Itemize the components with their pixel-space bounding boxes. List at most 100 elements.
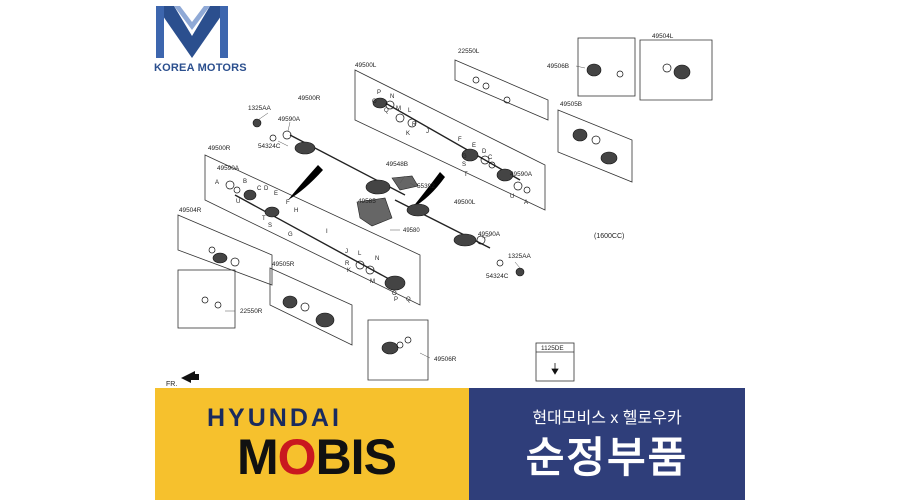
- callout-s: S: [268, 223, 272, 229]
- callout-t: T: [464, 172, 468, 178]
- ring-icon: [233, 186, 241, 194]
- ring-icon: [662, 63, 672, 73]
- label-55392: 55392: [417, 183, 435, 190]
- ring-icon: [230, 257, 240, 267]
- label-49504R: 49504R: [179, 207, 202, 214]
- label-49585: 49585: [358, 198, 376, 205]
- drive-shaft-right-exploded: [234, 194, 401, 286]
- label-22550L: 22550L: [458, 48, 480, 55]
- front-label: FR.: [166, 381, 177, 388]
- ring-icon: [503, 96, 511, 104]
- callout-q: Q: [406, 297, 411, 303]
- panel-49505R: [269, 267, 353, 346]
- link-arrow-right: [288, 165, 323, 200]
- callout-m: M: [370, 279, 375, 285]
- banner-title: 순정부품: [525, 434, 689, 481]
- cv-joint-boot-icon: [673, 64, 691, 80]
- callout-r: R: [345, 261, 350, 267]
- ring-icon: [396, 341, 404, 349]
- panel-1125DE: [535, 342, 575, 382]
- cv-joint-boot-icon: [315, 312, 335, 328]
- callout-j: J: [345, 249, 348, 255]
- callout-g: G: [462, 154, 467, 160]
- callout-e: E: [274, 191, 278, 197]
- ring-icon: [208, 246, 216, 254]
- callout-n: N: [390, 94, 394, 100]
- label-22550R: 22550R: [240, 308, 263, 315]
- banner-brand: HYUNDAI: [207, 404, 342, 432]
- cv-joint-boot-icon: [572, 128, 588, 142]
- label-49500R-lower: 49500R: [208, 145, 231, 152]
- nut-icon: [515, 267, 525, 277]
- panel-49500L-upper: [354, 69, 546, 211]
- ring-icon: [472, 76, 480, 84]
- cv-joint-boot-icon: [264, 206, 280, 218]
- banner-title-panel: 현대모비스 x 헬로우카 순정부품: [469, 388, 745, 500]
- callout-o: O: [372, 99, 377, 105]
- banner-subtitle: 현대모비스 x 헬로우카: [532, 410, 682, 427]
- drive-shaft-left-exploded: [379, 99, 521, 181]
- bracket-49585-icon: [356, 197, 393, 227]
- ring-icon: [523, 186, 531, 194]
- panel-49506B: [577, 37, 636, 97]
- panel-49504R: [177, 214, 273, 286]
- washer-icon: [282, 130, 292, 140]
- cv-joint-boot-icon: [212, 252, 228, 264]
- cv-joint-boot-icon: [600, 151, 618, 165]
- label-49548B: 49548B: [386, 161, 408, 168]
- cv-joint-boot-icon: [461, 148, 479, 162]
- cv-joint-boot-icon: [243, 189, 257, 201]
- callout-b: B: [243, 179, 247, 185]
- drive-shaft-exploded-diagram: 49504L 22550L 49506B 49505B 49500L 49500…: [166, 33, 713, 388]
- bracket-49548B-icon: [391, 175, 419, 191]
- ring-icon: [488, 161, 496, 169]
- korea-motors-emblem-icon: [156, 6, 228, 58]
- ring-icon: [404, 336, 412, 344]
- callout-h: H: [294, 208, 298, 214]
- ring-icon: [513, 181, 523, 191]
- cv-joint-boot-icon: [294, 141, 316, 155]
- ring-icon: [385, 100, 395, 110]
- panel-49500R-lower: [204, 154, 421, 306]
- label-49590A-right: 49590A: [510, 171, 533, 178]
- label-49590A-lower: 49590A: [217, 165, 240, 172]
- ring-icon: [395, 113, 405, 123]
- cv-joint-boot-icon: [384, 275, 406, 291]
- label-54324C-upper: 54324C: [258, 143, 281, 150]
- callout-n: N: [375, 256, 379, 262]
- callout-i: I: [326, 229, 328, 235]
- callout-k: K: [406, 131, 410, 137]
- callout-c: C: [488, 155, 493, 161]
- callout-s: S: [462, 162, 466, 168]
- cv-joint-boot-icon: [453, 233, 477, 247]
- callout-g: G: [288, 232, 293, 238]
- label-49505R: 49505R: [272, 261, 295, 268]
- ring-icon: [591, 135, 601, 145]
- engine-note: (1600CC): [594, 233, 624, 240]
- callout-q: Q: [384, 108, 389, 114]
- callout-l: L: [358, 251, 362, 257]
- label-1125DE: 1125DE: [541, 345, 564, 352]
- banner-brand-panel: HYUNDAI MOBIS: [155, 388, 469, 500]
- callout-k: K: [347, 268, 351, 274]
- callout-l: L: [408, 108, 412, 114]
- label-49504L: 49504L: [652, 33, 674, 40]
- label-1325AA-upper: 1325AA: [248, 105, 271, 112]
- logo-label: KOREA MOTORS: [154, 62, 247, 74]
- cv-joint-boot-icon: [381, 341, 399, 355]
- cv-joint-boot-icon: [372, 97, 388, 109]
- callout-c: C: [257, 186, 262, 192]
- cv-joint-boot-icon: [365, 179, 391, 195]
- nut-icon: [252, 118, 262, 128]
- ring-icon: [480, 155, 490, 165]
- panel-49506R: [367, 319, 429, 381]
- ring-icon: [616, 70, 624, 78]
- cv-joint-boot-icon: [406, 203, 430, 217]
- label-49505B: 49505B: [560, 101, 582, 108]
- ring-icon: [225, 180, 235, 190]
- label-49500L-lower: 49500L: [454, 199, 476, 206]
- label-49506R: 49506R: [434, 356, 457, 363]
- washer-icon: [476, 235, 486, 245]
- cv-joint-boot-icon: [496, 168, 514, 182]
